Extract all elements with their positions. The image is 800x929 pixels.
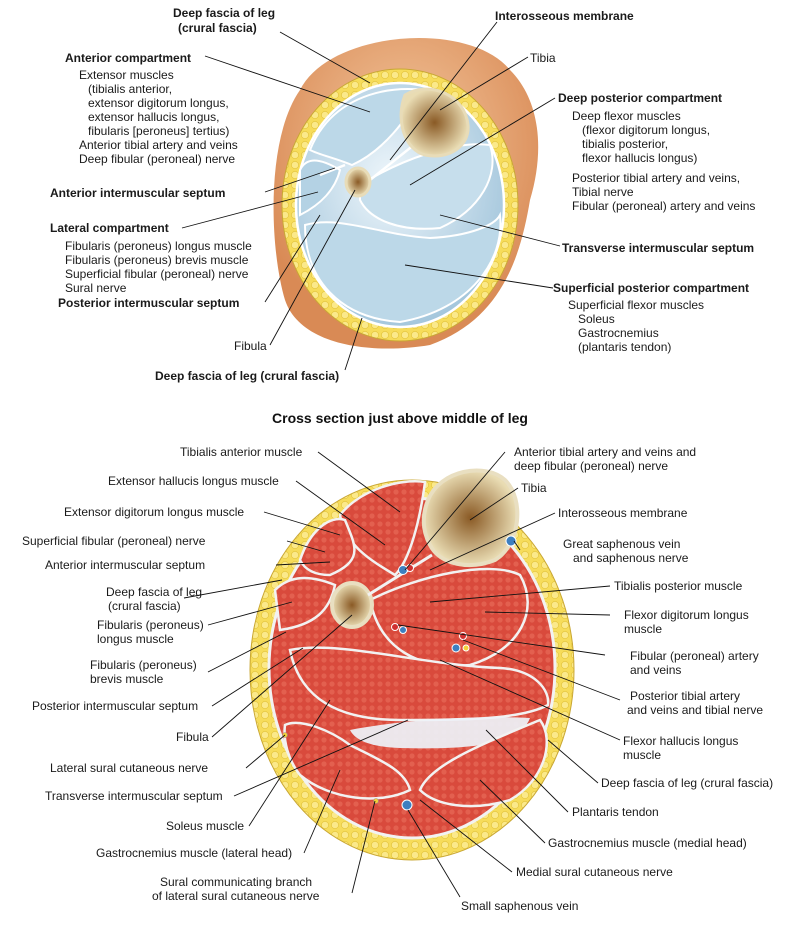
label-soleus: Soleus muscle xyxy=(166,819,244,833)
extensor-digitorum-belly xyxy=(298,517,356,577)
label-anterior-compartment: Anterior compartment xyxy=(65,51,191,65)
label-deep-posterior-vessels: Posterior tibial artery and veins, Tibia… xyxy=(572,171,755,213)
label-tibia-top: Tibia xyxy=(530,51,556,65)
label-posterior-septum-bottom: Posterior intermuscular septum xyxy=(32,699,198,713)
label-posterior-septum-top: Posterior intermuscular septum xyxy=(58,296,239,310)
label-extensor-hallucis: Extensor hallucis longus muscle xyxy=(108,474,279,488)
label-anterior-septum: Anterior intermuscular septum xyxy=(50,186,225,200)
label-deep-fascia-bottom: Deep fascia of leg (crural fascia) xyxy=(155,369,339,383)
fibula-bone xyxy=(344,166,372,198)
label-gastrocnemius-lateral: Gastrocnemius muscle (lateral head) xyxy=(96,846,292,860)
label-deep-posterior-contents: Deep flexor muscles (flexor digitorum lo… xyxy=(572,109,713,165)
posterior-tibial-artery xyxy=(459,632,467,640)
label-superficial-posterior-contents: Superficial flexor muscles Soleus Gastro… xyxy=(568,298,707,354)
top-labels: Deep fascia of leg(crural fascia) Intero… xyxy=(50,6,755,383)
tibia-cross-section xyxy=(421,468,520,567)
section-caption: Cross section just above middle of leg xyxy=(272,410,528,426)
bottom-labels: Tibialis anterior muscle Anterior tibial… xyxy=(22,445,773,913)
soleus-belly xyxy=(288,646,550,722)
cross-section-diagram xyxy=(249,468,575,861)
tibial-nerve xyxy=(462,644,470,652)
fibularis-belly xyxy=(273,576,337,632)
label-small-saphenous: Small saphenous vein xyxy=(461,899,578,913)
label-interosseous-bottom: Interosseous membrane xyxy=(558,506,688,520)
top-leader-lines xyxy=(181,21,561,371)
label-tibia-bottom: Tibia xyxy=(521,481,547,495)
label-anterior-septum-bottom: Anterior intermuscular septum xyxy=(45,558,205,572)
label-fibula-top: Fibula xyxy=(234,339,267,353)
posterior-tibial-vein xyxy=(451,643,461,653)
gastrocnemius-lateral-head xyxy=(283,721,412,800)
label-anterior-contents: Extensor muscles (tibialis anterior, ext… xyxy=(79,68,241,166)
fibular-vein xyxy=(399,626,407,634)
label-lateral-compartment: Lateral compartment xyxy=(50,221,169,235)
label-gastrocnemius-medial: Gastrocnemius muscle (medial head) xyxy=(548,836,747,850)
label-transverse-septum-top: Transverse intermuscular septum xyxy=(562,241,754,255)
label-deep-fascia-top: Deep fascia of leg(crural fascia) xyxy=(173,6,275,35)
anterior-tibial-artery xyxy=(406,564,414,572)
label-superficial-posterior-compartment: Superficial posterior compartment xyxy=(553,281,749,295)
label-interosseous-top: Interosseous membrane xyxy=(495,9,634,23)
label-lateral-sural: Lateral sural cutaneous nerve xyxy=(50,761,208,775)
label-tibialis-anterior: Tibialis anterior muscle xyxy=(180,445,303,459)
fibular-artery xyxy=(391,623,399,631)
deep-posterior-belly xyxy=(368,567,529,667)
label-medial-sural: Medial sural cutaneous nerve xyxy=(516,865,673,879)
label-deep-fascia-right: Deep fascia of leg (crural fascia) xyxy=(601,776,773,790)
lateral-compartment-region xyxy=(299,159,342,217)
tibialis-anterior-belly xyxy=(338,480,427,577)
label-tibialis-posterior: Tibialis posterior muscle xyxy=(614,579,743,593)
label-transverse-septum-bottom: Transverse intermuscular septum xyxy=(45,789,223,803)
gastrocnemius-medial-head xyxy=(418,718,548,808)
label-fibularis-brevis: Fibularis (peroneus)brevis muscle xyxy=(90,658,197,686)
interosseous-membrane xyxy=(367,553,433,597)
label-plantaris-tendon: Plantaris tendon xyxy=(572,805,659,819)
soleus-aponeurosis xyxy=(350,717,530,749)
fibula-cross-section xyxy=(330,581,374,629)
bottom-leader-lines xyxy=(183,451,621,898)
superficial-posterior-compartment-region xyxy=(303,211,502,324)
label-deep-posterior-compartment: Deep posterior compartment xyxy=(558,91,722,105)
anterior-septum-line xyxy=(319,163,346,177)
anterior-tibial-vein xyxy=(398,565,408,575)
small-saphenous-vein xyxy=(401,799,413,811)
label-deep-fascia-left: Deep fascia of leg(crural fascia) xyxy=(106,585,202,613)
label-superficial-fibular-nerve: Superficial fibular (peroneal) nerve xyxy=(22,534,206,548)
label-lateral-contents: Fibularis (peroneus) longus muscle Fibul… xyxy=(65,239,255,295)
label-extensor-digitorum: Extensor digitorum longus muscle xyxy=(64,505,244,519)
great-saphenous-vein xyxy=(505,535,517,547)
label-fibularis-longus: Fibularis (peroneus)longus muscle xyxy=(97,618,204,646)
label-fibula-bottom: Fibula xyxy=(176,730,209,744)
